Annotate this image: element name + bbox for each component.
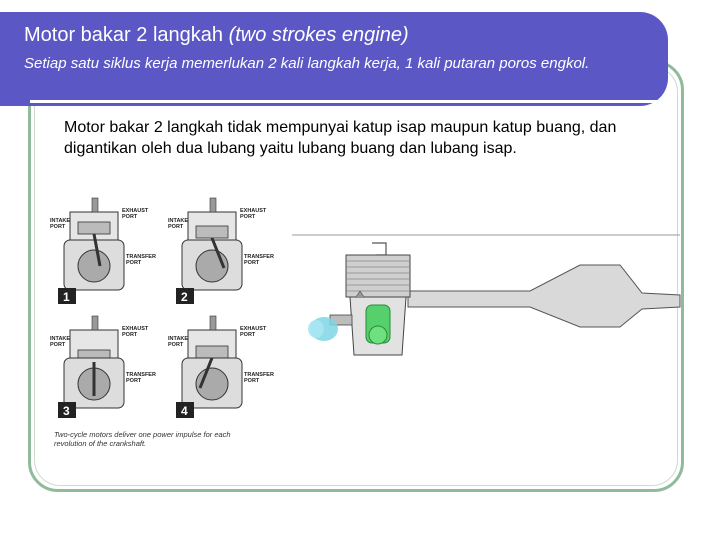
cycle-step-1: INTAKE PORT EXHAUST PORT TRANSFER PORT 1 — [50, 197, 156, 304]
intake-port-label: PORT — [168, 342, 184, 348]
step-number: 4 — [181, 404, 188, 418]
cooling-fins — [346, 260, 410, 292]
engine-exhaust-illustration — [292, 234, 681, 356]
exhaust-port-label: PORT — [240, 332, 256, 338]
exhaust-port-label: PORT — [122, 332, 138, 338]
exhaust-port-label: PORT — [122, 214, 138, 220]
intake-port-label: PORT — [50, 224, 66, 230]
transfer-port-label: PORT — [244, 260, 260, 266]
exhaust-label: EXHAUST — [240, 208, 267, 214]
cycle-step-4: INTAKE PORT EXHAUST PORT TRANSFER PORT 4 — [168, 315, 274, 418]
exhaust-label: EXHAUST — [240, 326, 267, 332]
transfer-port-label: PORT — [244, 378, 260, 384]
intake-label: INTAKE — [50, 336, 70, 342]
slide-subtitle: Setiap satu siklus kerja memerlukan 2 ka… — [24, 55, 590, 72]
intake-port-label: PORT — [168, 224, 184, 230]
exhaust-label: EXHAUST — [122, 326, 149, 332]
step-number: 3 — [63, 404, 70, 418]
body-paragraph: Motor bakar 2 langkah tidak mempunyai ka… — [64, 119, 617, 157]
intake-port-label: PORT — [50, 342, 66, 348]
transfer-label: TRANSFER — [126, 372, 156, 378]
exhaust-port-arrow — [355, 290, 365, 298]
exhaust-port-label: PORT — [240, 214, 256, 220]
title-banner — [0, 12, 668, 106]
cycle-step-3: INTAKE PORT EXHAUST PORT TRANSFER PORT 3 — [50, 315, 156, 418]
transfer-label: TRANSFER — [244, 254, 274, 260]
intake-air — [308, 320, 324, 338]
slide-title: Motor bakar 2 langkah (two strokes engin… — [24, 24, 409, 47]
figure-caption: Two-cycle motors deliver one power impul… — [54, 430, 231, 448]
step-badge — [176, 402, 194, 418]
transfer-port-label: PORT — [126, 378, 142, 384]
step-badge — [58, 402, 76, 418]
title-italic: (two strokes engine) — [228, 24, 409, 46]
intake-label: INTAKE — [168, 218, 188, 224]
transfer-label: TRANSFER — [126, 254, 156, 260]
transfer-port-label: PORT — [126, 260, 142, 266]
step-badge — [58, 288, 76, 304]
title-underline — [30, 100, 666, 103]
intake-label: INTAKE — [50, 218, 70, 224]
intake-label: INTAKE — [168, 336, 188, 342]
exhaust-label: EXHAUST — [122, 208, 149, 214]
step-number: 2 — [181, 290, 188, 304]
spark-plug-wire — [372, 242, 387, 256]
step-number: 1 — [63, 290, 70, 304]
transfer-label: TRANSFER — [244, 372, 274, 378]
two-stroke-cycle-diagram: INTAKE PORT EXHAUST PORT TRANSFER PORT 1… — [50, 197, 274, 418]
title-main: Motor bakar 2 langkah — [24, 24, 229, 46]
cylinder-head-fins — [345, 254, 411, 298]
step-badge — [176, 288, 194, 304]
expansion-chamber — [407, 264, 681, 328]
cycle-step-2: INTAKE PORT EXHAUST PORT TRANSFER PORT 2 — [168, 197, 274, 304]
crankshaft — [368, 325, 388, 345]
